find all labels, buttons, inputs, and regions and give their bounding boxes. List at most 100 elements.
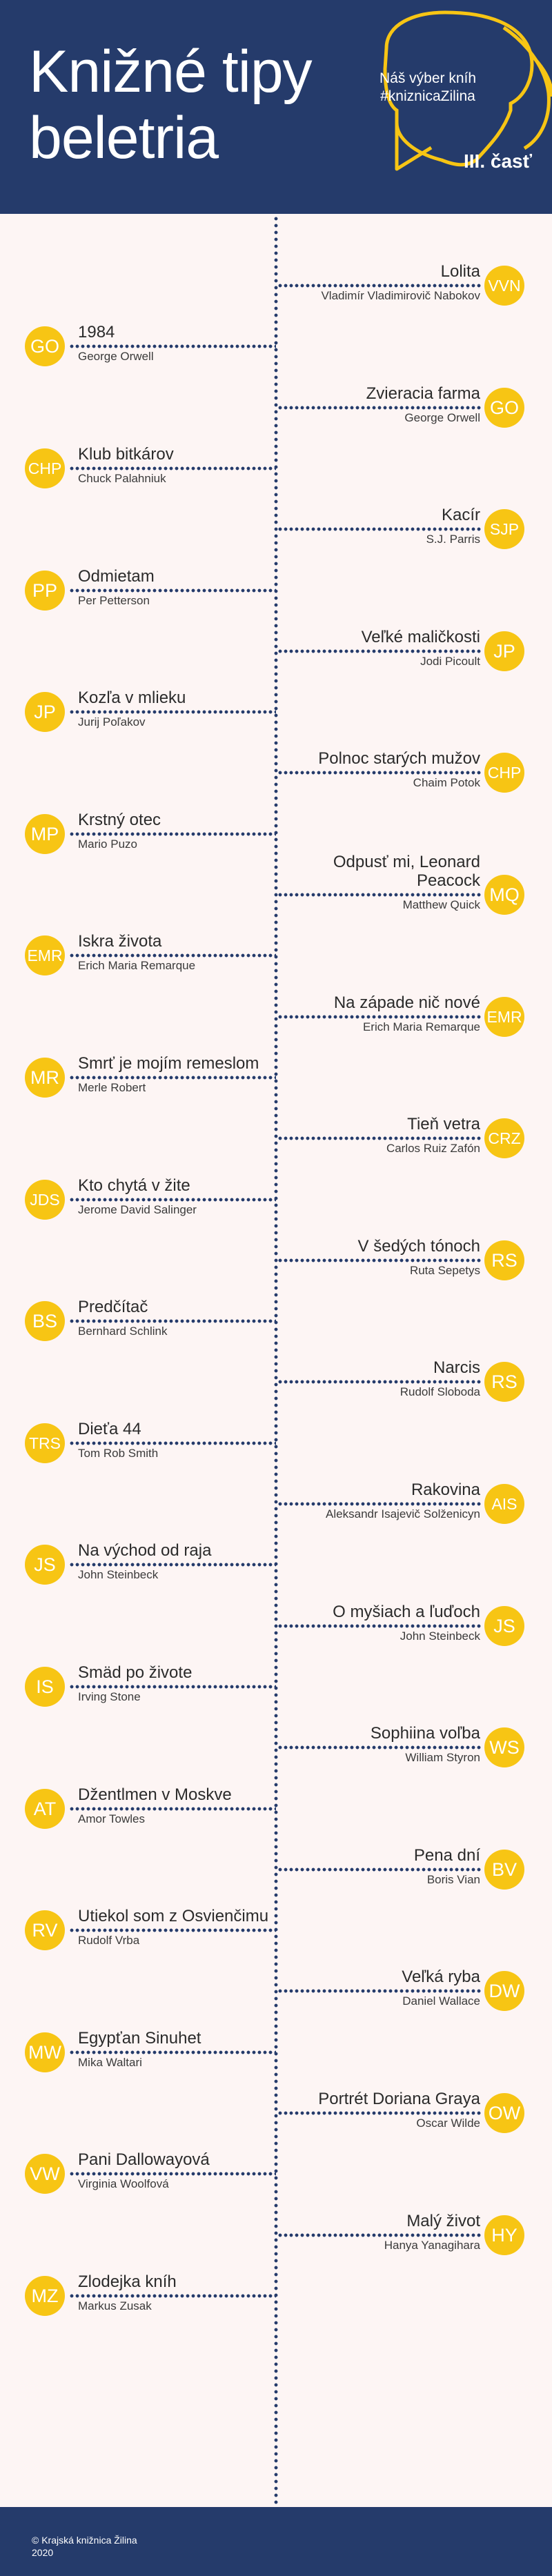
book-title: Džentlmen v Moskve [78,1785,232,1804]
author-initials-badge: SJP [484,509,524,549]
book-author: Amor Towles [78,1812,145,1825]
book-author: Carlos Ruiz Zafón [386,1142,480,1155]
book-author: Rudolf Vrba [78,1934,140,1947]
book-title: Lolita [440,262,480,281]
book-title: Na východ od raja [78,1541,212,1560]
dotted-connector [69,2172,276,2176]
book-author: Erich Maria Remarque [362,1020,480,1033]
book-author: Bernhard Schlink [78,1325,168,1338]
author-initials-badge: MZ [25,2276,65,2316]
header: Knižné tipy beletria Náš výber kníh #kni… [0,0,552,214]
book-title: Odpusť mi, Leonard Peacock [333,853,480,890]
dotted-connector [277,1258,482,1262]
book-title: Klub bitkárov [78,445,174,464]
book-title: V šedých tónoch [357,1237,480,1256]
part-label: III. časť [464,150,533,172]
author-initials-badge: EMR [484,997,524,1037]
book-author: Mika Waltari [78,2056,142,2069]
author-initials-badge: WS [484,1727,524,1767]
book-title: Narcis [433,1358,480,1377]
dotted-connector [69,1807,276,1811]
book-title: Portrét Doriana Graya [318,2090,480,2108]
author-initials-badge: AT [25,1789,65,1829]
author-initials-badge: OW [484,2093,524,2133]
book-author: Virginia Woolfová [78,2177,169,2190]
author-initials-badge: JS [25,1545,65,1585]
book-author: Merle Robert [78,1081,146,1094]
dotted-connector [277,1745,482,1750]
book-title: Iskra života [78,932,162,951]
book-author: Chuck Palahniuk [78,472,166,485]
author-initials-badge: GO [25,326,65,366]
author-initials-badge: JP [484,631,524,671]
author-initials-badge: GO [484,388,524,428]
author-initials-badge: EMR [25,935,65,975]
dotted-connector [69,466,276,470]
book-author: Jerome David Salinger [78,1203,197,1216]
book-title: Kozľa v mlieku [78,688,186,707]
book-author: Oscar Wilde [416,2117,480,2130]
book-author: John Steinbeck [78,1568,159,1581]
dotted-connector [277,1015,482,1019]
book-title: Polnoc starých mužov [318,749,480,768]
author-initials-badge: CRZ [484,1118,524,1158]
bubble-line-2: #kniznicaZilina [380,88,475,104]
footer-year: 2020 [32,2547,54,2558]
dotted-connector [69,344,276,348]
dotted-connector [69,832,276,836]
book-author: Vladimír Vladimirovič Nabokov [321,289,480,302]
dotted-connector [69,1685,276,1689]
dotted-connector [277,2111,482,2115]
book-author: S.J. Parris [426,533,480,546]
book-author: Matthew Quick [402,898,480,911]
book-title: Dieťa 44 [78,1420,141,1438]
author-initials-badge: MP [25,814,65,854]
author-initials-badge: VVN [484,266,524,306]
timeline-axis [274,215,278,2507]
author-initials-badge: MR [25,1058,65,1098]
dotted-connector [69,1198,276,1202]
book-title: Pani Dallowayová [78,2150,210,2169]
book-author: Mario Puzo [78,838,137,851]
book-title: Zvieracia farma [366,384,480,403]
author-initials-badge: JP [25,692,65,732]
book-author: Chaim Potok [413,776,480,789]
dotted-connector [69,1076,276,1080]
book-title: 1984 [78,323,115,341]
book-author: Tom Rob Smith [78,1447,159,1460]
book-author: George Orwell [78,350,154,363]
book-title: Sophiina voľba [370,1724,480,1743]
dotted-connector [69,1441,276,1445]
author-initials-badge: BV [484,1850,524,1890]
book-author: Erich Maria Remarque [78,959,196,972]
dotted-connector [277,771,482,775]
dotted-connector [69,588,276,593]
dotted-connector [69,2294,276,2298]
author-initials-badge: PP [25,571,65,611]
dotted-connector [277,527,482,531]
book-author: Hanya Yanagihara [384,2239,480,2252]
book-author: Markus Zusak [78,2299,152,2312]
dotted-connector [69,710,276,714]
book-title: Malý život [406,2212,480,2230]
book-title: Odmietam [78,567,155,586]
book-author: Irving Stone [78,1690,141,1703]
